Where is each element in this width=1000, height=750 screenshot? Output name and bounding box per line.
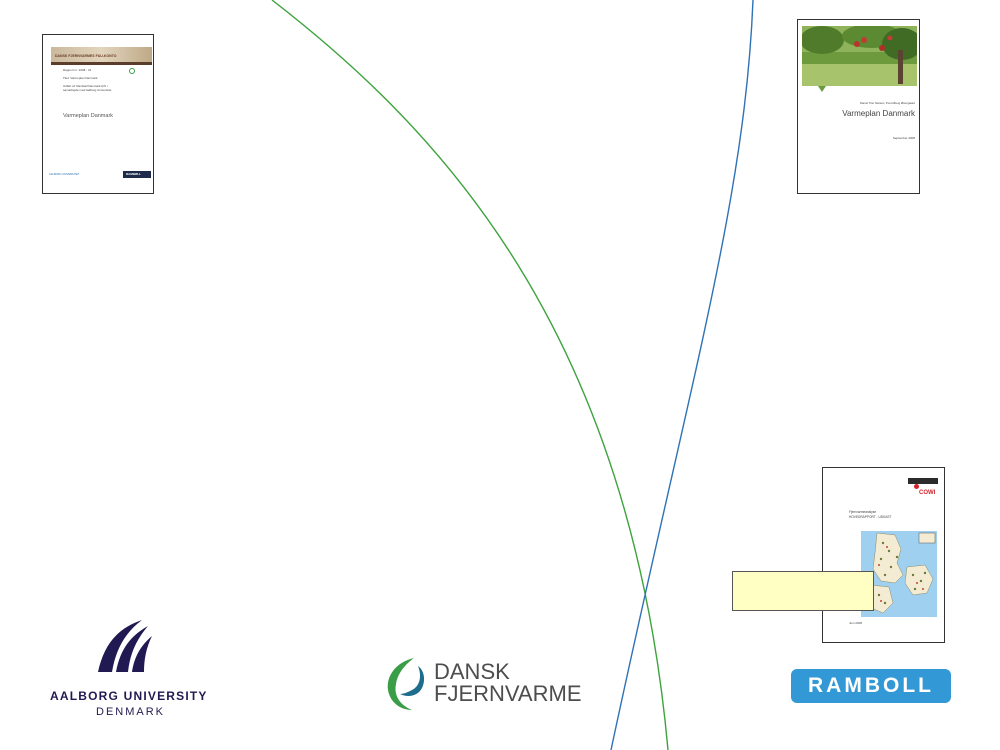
report-number: Rapport nr. 2008 - 01 — [63, 68, 92, 72]
report-cover-dansk-fjernvarme[interactable]: DANSK FJERNVARMES F&U-KONTO Rapport nr. … — [42, 34, 154, 194]
note-box — [732, 571, 874, 611]
cover-footer-aau: AALBORG UNIVERSITET — [49, 173, 80, 176]
cover-footer-ramboll — [123, 171, 151, 178]
ramboll-text: RAMBOLL — [808, 674, 934, 697]
df-swirl-icon — [387, 658, 425, 710]
aalborg-university-logo: AALBORG UNIVERSITY DENMARK — [40, 618, 220, 722]
df-line1: DANSK — [434, 659, 510, 684]
ramboll-logo: RAMBOLL — [791, 669, 951, 703]
cover-photo — [802, 26, 917, 86]
cover-title: Varmeplan Danmark — [63, 113, 114, 119]
cover-banner — [51, 47, 152, 65]
df-line2: FJERNVARME — [434, 681, 582, 706]
report-cover-cowi[interactable]: COWI Fjernvarmeanalyse HOVEDRAPPORT - UD… — [822, 467, 945, 643]
cowi-brand: COWI — [919, 490, 936, 496]
report-line2: Udført af: Rambøll Danmark A/S i — [63, 84, 108, 88]
report-line3: samarbejde med Aalborg Universitet — [63, 88, 112, 92]
cowi-logo-mark — [914, 484, 919, 489]
cover-footer-ramboll-text: RAMBØLL — [126, 172, 141, 176]
cover-authors: Daniel Trier Nielsen, Poul Alberg Østerg… — [859, 101, 915, 105]
cover-title: Varmeplan Danmark — [842, 109, 915, 118]
report-cover-varmeplan[interactable]: Daniel Trier Nielsen, Poul Alberg Østerg… — [797, 19, 920, 194]
green-curve — [271, 0, 669, 750]
cowi-date: Juni 2008 — [849, 621, 863, 625]
cover-date: September 2008 — [892, 136, 915, 140]
cowi-header-bar — [908, 478, 938, 484]
cowi-title: Fjernvarmeanalyse — [849, 510, 877, 514]
cover-banner-stripe — [51, 62, 152, 65]
aau-wave-emblem — [98, 620, 152, 672]
aau-country: DENMARK — [96, 706, 166, 718]
photo-caption-pointer — [818, 86, 826, 92]
report-line1: Titel: Varmeplan Danmark — [63, 76, 98, 80]
aau-name: AALBORG UNIVERSITY — [50, 689, 208, 703]
dansk-fjernvarme-logo: DANSK FJERNVARME — [384, 654, 584, 714]
df-mini-logo — [129, 68, 135, 74]
cowi-subtitle: HOVEDRAPPORT - UDKAST — [849, 515, 892, 519]
cover-banner-text: DANSK FJERNVARMES F&U-KONTO — [55, 54, 117, 58]
blue-curve — [610, 0, 754, 750]
